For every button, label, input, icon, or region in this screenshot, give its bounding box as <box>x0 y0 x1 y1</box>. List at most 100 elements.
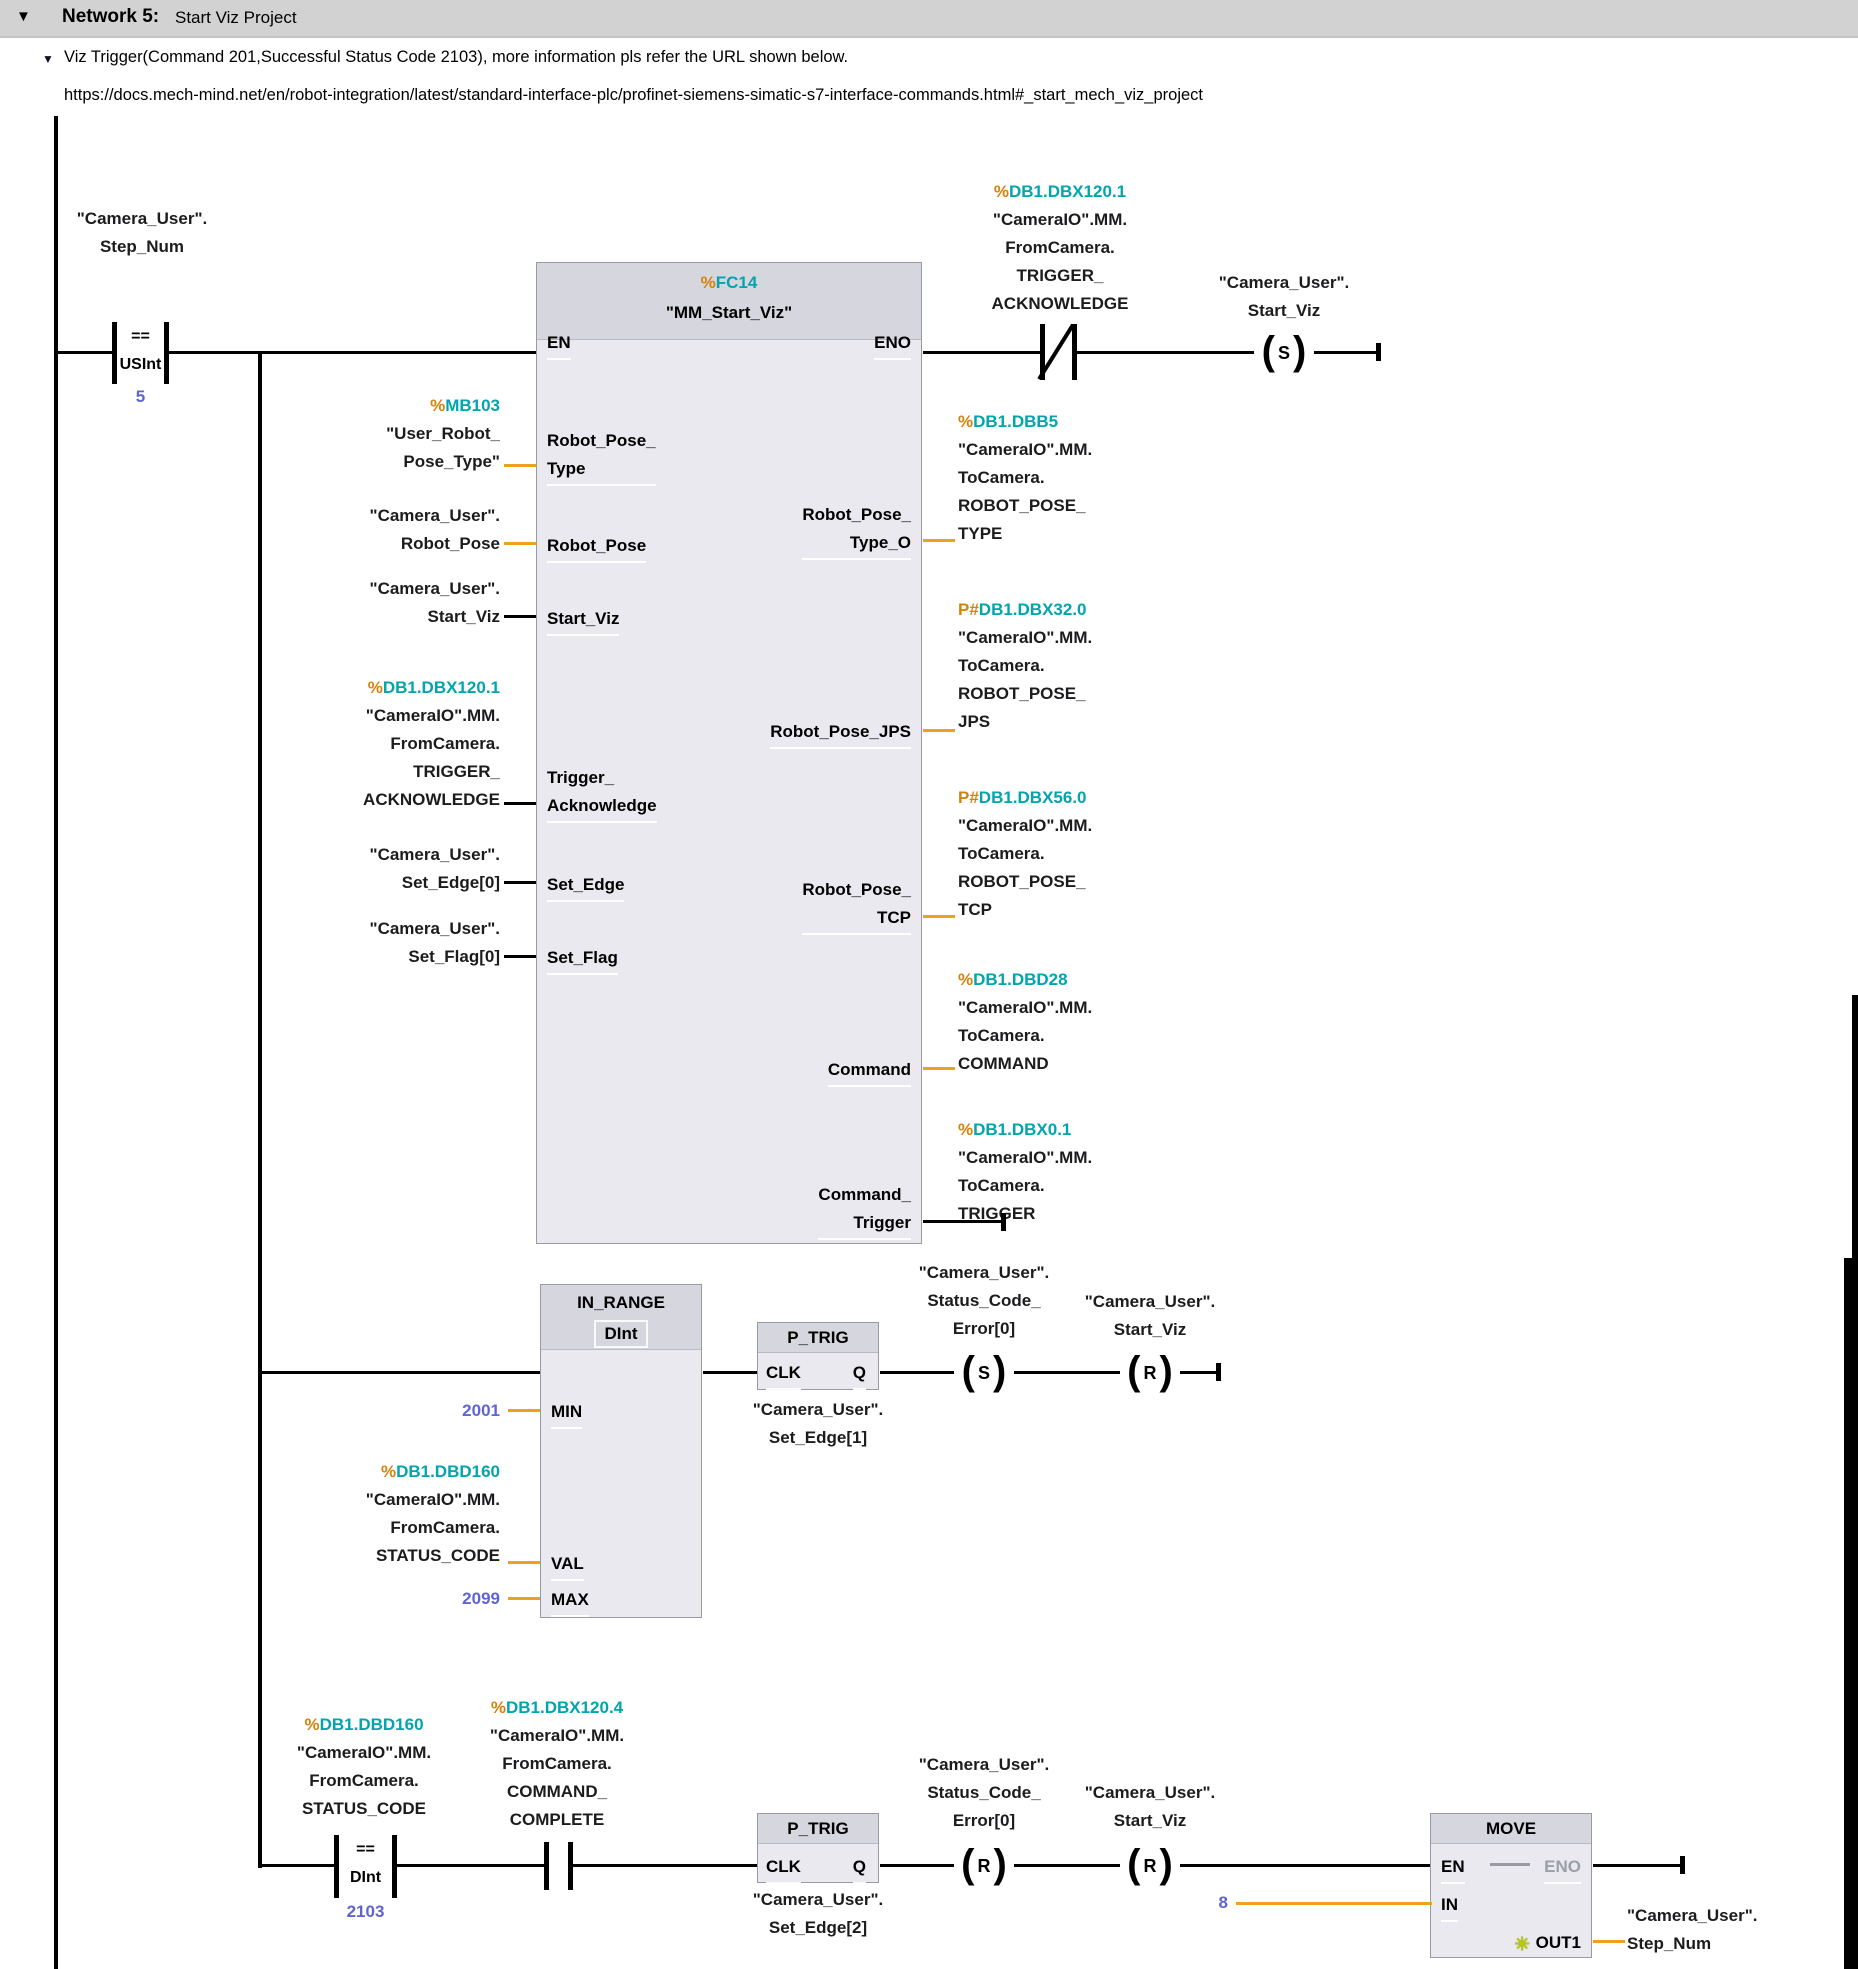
operand-tag[interactable]: "Camera_User". Set_Flag[0] <box>369 919 500 966</box>
wire <box>504 802 536 805</box>
network-comment-url[interactable]: https://docs.mech-mind.net/en/robot-inte… <box>64 86 1203 104</box>
pin-set-flag[interactable]: Set_Flag <box>547 944 618 975</box>
pin-q[interactable]: Q <box>852 1359 866 1390</box>
eno-internal-dash <box>1490 1863 1530 1866</box>
scrollbar-thumb[interactable] <box>1844 1258 1858 1969</box>
pin-out1[interactable]: OUT1 <box>1535 1929 1581 1960</box>
operand-value[interactable]: 8 <box>1218 1893 1228 1912</box>
pin-in[interactable]: IN <box>1441 1891 1458 1922</box>
reset-coil[interactable]: (R) <box>1118 1844 1182 1888</box>
operand-address[interactable]: %DB1.DBX120.4 <box>490 1698 624 1717</box>
operand-address[interactable]: %DB1.DBD160 <box>380 1462 500 1481</box>
pin-eno[interactable]: ENO <box>1544 1853 1581 1884</box>
pin-robot-pose-jps[interactable]: Robot_Pose_JPS <box>770 718 911 749</box>
comparator-dtype[interactable]: DInt <box>349 1869 382 1886</box>
operand-tag[interactable]: "CameraIO".MM. ToCamera. TRIGGER <box>958 1148 1093 1223</box>
operand-tag[interactable]: "CameraIO".MM. FromCamera. TRIGGER_ ACKN… <box>991 210 1129 313</box>
operand-tag[interactable]: "CameraIO".MM. FromCamera. STATUS_CODE <box>296 1743 432 1818</box>
operand-tag[interactable]: "CameraIO".MM. ToCamera. ROBOT_POSE_ JPS <box>958 628 1093 731</box>
operand-address[interactable]: %DB1.DBX120.1 <box>993 182 1127 201</box>
p-trig-block[interactable]: P_TRIG CLK Q <box>757 1322 879 1390</box>
pin-set-edge[interactable]: Set_Edge <box>547 871 625 902</box>
pin-val[interactable]: VAL <box>551 1550 584 1581</box>
pin-command-trigger[interactable]: Command_ Trigger <box>818 1181 911 1240</box>
no-contact[interactable] <box>544 1842 549 1890</box>
network-subtitle[interactable]: Start Viz Project <box>175 8 297 27</box>
collapse-comment-icon[interactable]: ▼ <box>42 52 54 66</box>
operand-address[interactable]: P#DB1.DBX56.0 <box>958 788 1087 807</box>
operand-address[interactable]: %DB1.DBX0.1 <box>958 1120 1072 1139</box>
operand-tag[interactable]: "CameraIO".MM. FromCamera. TRIGGER_ ACKN… <box>363 706 500 809</box>
set-coil[interactable]: (S) <box>1252 331 1316 375</box>
comparator-contact[interactable] <box>392 1835 397 1898</box>
network-comment[interactable]: Viz Trigger(Command 201,Successful Statu… <box>64 48 849 66</box>
coil-operand[interactable]: "Camera_User". Start_Viz <box>1084 1783 1216 1830</box>
wire-end <box>1216 1363 1221 1381</box>
operand-tag[interactable]: "CameraIO".MM. ToCamera. ROBOT_POSE_ TYP… <box>958 440 1093 543</box>
comparator-dtype[interactable]: USInt <box>119 356 162 373</box>
comparator-value[interactable]: 5 <box>135 387 146 406</box>
set-coil[interactable]: (S) <box>952 1351 1016 1395</box>
operand-address[interactable]: %DB1.DBD160 <box>304 1715 424 1734</box>
operand-address[interactable]: %MB103 <box>430 396 500 415</box>
pin-trigger-acknowledge[interactable]: Trigger_ Acknowledge <box>547 764 657 823</box>
operand-address[interactable]: P#DB1.DBX32.0 <box>958 600 1087 619</box>
operand-value[interactable]: 2001 <box>462 1401 500 1420</box>
pin-robot-pose[interactable]: Robot_Pose <box>547 532 647 563</box>
collapse-network-icon[interactable]: ▼ <box>16 8 31 25</box>
comparator-contact[interactable] <box>164 322 169 384</box>
coil-operand[interactable]: "Camera_User". Status_Code_ Error[0] <box>918 1755 1050 1830</box>
pin-min[interactable]: MIN <box>551 1398 583 1429</box>
move-block[interactable]: MOVE EN ENO IN ✳ OUT1 <box>1430 1813 1592 1960</box>
coil-symbol: S <box>977 1362 990 1383</box>
operand-tag[interactable]: "CameraIO".MM. FromCamera. COMMAND_ COMP… <box>489 1726 625 1829</box>
coil-paren: ( <box>961 1842 975 1886</box>
wire-end <box>1680 1856 1685 1874</box>
operand-tag[interactable]: "Camera_User". Robot_Pose <box>369 506 500 553</box>
fc14-block[interactable]: %FC14 "MM_Start_Viz" EN ENO Robot_Pose_ … <box>536 262 922 1244</box>
no-contact[interactable] <box>568 1842 573 1890</box>
nc-contact[interactable] <box>1072 324 1077 380</box>
pin-q[interactable]: Q <box>852 1853 866 1884</box>
operand-address[interactable]: %DB1.DBX120.1 <box>367 678 500 697</box>
coil-operand[interactable]: "Camera_User". Start_Viz <box>1218 273 1350 320</box>
operand-tag[interactable]: "User_Robot_ Pose_Type" <box>386 424 500 471</box>
pin-out1-row[interactable]: ✳ OUT1 <box>1515 1929 1581 1960</box>
pin-clk[interactable]: CLK <box>766 1853 801 1884</box>
nc-contact[interactable] <box>1040 324 1045 380</box>
operand-tag[interactable]: "Camera_User". Step_Num <box>1627 1906 1758 1953</box>
pin-command[interactable]: Command <box>827 1056 911 1087</box>
pin-eno[interactable]: ENO <box>874 329 911 360</box>
in-range-dtype[interactable]: DInt <box>594 1320 648 1348</box>
p-trig-operand[interactable]: "Camera_User". Set_Edge[2] <box>752 1890 884 1937</box>
comparator-value[interactable]: 2103 <box>346 1902 385 1921</box>
in-range-block[interactable]: IN_RANGE DInt MIN VAL MAX <box>540 1284 702 1618</box>
operand-value[interactable]: 2099 <box>462 1589 500 1608</box>
pin-robot-pose-type[interactable]: Robot_Pose_ Type <box>547 427 656 486</box>
pin-en[interactable]: EN <box>1441 1853 1465 1884</box>
reset-coil[interactable]: (R) <box>952 1844 1016 1888</box>
p-trig-operand[interactable]: "Camera_User". Set_Edge[1] <box>752 1400 884 1447</box>
operand-tag[interactable]: "Camera_User". Start_Viz <box>369 579 500 626</box>
pin-start-viz[interactable]: Start_Viz <box>547 605 620 636</box>
comparator-contact[interactable] <box>112 322 117 384</box>
operand-tag[interactable]: "Camera_User". Set_Edge[0] <box>369 845 500 892</box>
reset-coil[interactable]: (R) <box>1118 1351 1182 1395</box>
operand-address[interactable]: %DB1.DBD28 <box>958 970 1068 989</box>
p-trig-block[interactable]: P_TRIG CLK Q <box>757 1813 879 1884</box>
wire <box>1076 351 1254 354</box>
operand-tag[interactable]: "CameraIO".MM. ToCamera. COMMAND <box>958 998 1093 1073</box>
contact-operand[interactable]: "Camera_User". Step_Num <box>76 209 208 256</box>
coil-operand[interactable]: "Camera_User". Status_Code_ Error[0] <box>918 1263 1050 1338</box>
operand-tag[interactable]: "CameraIO".MM. ToCamera. ROBOT_POSE_ TCP <box>958 816 1093 919</box>
coil-operand[interactable]: "Camera_User". Start_Viz <box>1084 1292 1216 1339</box>
wire <box>1593 1940 1625 1943</box>
pin-en[interactable]: EN <box>547 329 571 360</box>
pin-clk[interactable]: CLK <box>766 1359 801 1390</box>
operand-tag[interactable]: "CameraIO".MM. FromCamera. STATUS_CODE <box>365 1490 500 1565</box>
comparator-contact[interactable] <box>334 1835 339 1898</box>
operand-address[interactable]: %DB1.DBB5 <box>958 412 1059 431</box>
pin-max[interactable]: MAX <box>551 1586 589 1617</box>
pin-robot-pose-tcp[interactable]: Robot_Pose_ TCP <box>802 876 911 935</box>
pin-robot-pose-type-o[interactable]: Robot_Pose_ Type_O <box>802 501 911 560</box>
